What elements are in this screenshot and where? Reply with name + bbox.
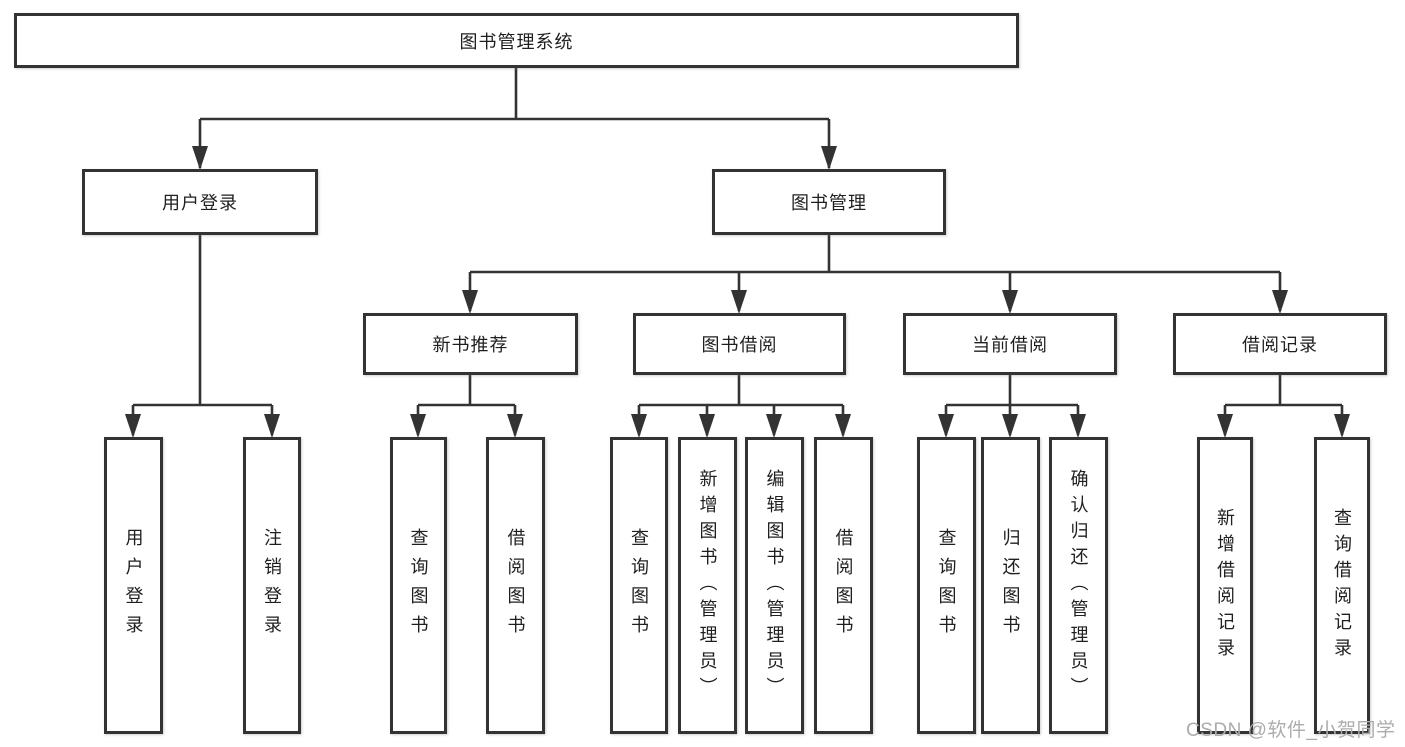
leaf-user-login: 用户登录	[104, 437, 163, 734]
leaf-label: 用户登录	[123, 527, 144, 644]
leaf-label: 注销登录	[262, 527, 282, 644]
arrowheads	[125, 146, 1350, 438]
leaf-add-book-admin: 新增图书（管理员）	[678, 437, 737, 734]
leaf-confirm-return-admin: 确认归还（管理员）	[1049, 437, 1108, 734]
leaf-label: 查询图书	[408, 527, 429, 644]
node-book-borrow: 图书借阅	[633, 313, 846, 375]
leaf-query-book-2: 查询图书	[610, 437, 668, 734]
node-book-management: 图书管理	[712, 169, 946, 235]
leaf-query-book-1: 查询图书	[390, 437, 447, 734]
leaf-return-book: 归还图书	[981, 437, 1040, 734]
leaf-label: 确认归还（管理员）	[1068, 468, 1089, 703]
leaf-query-borrow-record: 查询借阅记录	[1314, 437, 1370, 734]
leaf-label: 借阅图书	[505, 527, 526, 644]
leaf-borrow-book-1: 借阅图书	[486, 437, 545, 734]
leaf-label: 新增图书（管理员）	[697, 468, 718, 703]
leaf-query-book-3: 查询图书	[917, 437, 976, 734]
leaf-label: 查询图书	[629, 527, 649, 644]
leaf-label: 查询图书	[936, 527, 957, 644]
leaf-label: 编辑图书（管理员）	[764, 468, 785, 703]
leaf-logout: 注销登录	[243, 437, 301, 734]
leaf-edit-book-admin: 编辑图书（管理员）	[745, 437, 804, 734]
leaf-label: 新增借阅记录	[1215, 507, 1235, 664]
leaf-label: 归还图书	[1000, 527, 1021, 644]
node-root-system: 图书管理系统	[14, 13, 1019, 68]
node-borrow-records: 借阅记录	[1173, 313, 1387, 375]
node-new-book-recommend: 新书推荐	[363, 313, 578, 375]
leaf-borrow-book-2: 借阅图书	[814, 437, 873, 734]
node-user-login: 用户登录	[82, 169, 318, 235]
leaf-label: 借阅图书	[833, 527, 854, 644]
csdn-watermark: CSDN @软件_小贺同学	[1186, 720, 1396, 741]
leaf-add-borrow-record: 新增借阅记录	[1197, 437, 1253, 734]
node-current-borrow: 当前借阅	[903, 313, 1117, 375]
leaf-label: 查询借阅记录	[1332, 507, 1352, 664]
